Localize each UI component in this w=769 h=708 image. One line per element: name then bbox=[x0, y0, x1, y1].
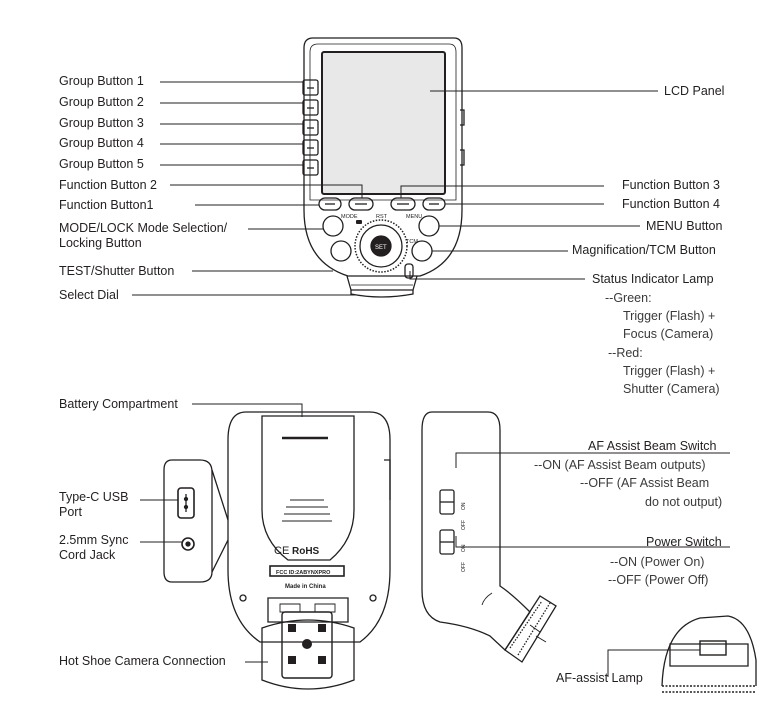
label-af-assist-lamp: AF-assist Lamp bbox=[556, 671, 643, 685]
label-status-lamp: Status Indicator Lamp bbox=[592, 272, 714, 286]
note-green-focus: Focus (Camera) bbox=[623, 327, 714, 341]
note-green-trigger: Trigger (Flash) + bbox=[623, 309, 716, 323]
label-lcd-panel: LCD Panel bbox=[664, 84, 725, 98]
battery-compartment bbox=[261, 415, 355, 561]
front-leaders-left bbox=[132, 81, 363, 296]
label-battery-compartment: Battery Compartment bbox=[59, 397, 178, 411]
label-select-dial: Select Dial bbox=[59, 288, 119, 302]
rohs-mark: RoHS bbox=[292, 546, 320, 557]
note-power-off: --OFF (Power Off) bbox=[608, 573, 709, 587]
label-group-button-1: Group Button 1 bbox=[59, 74, 144, 88]
note-red: --Red: bbox=[608, 346, 643, 360]
label-power-switch: Power Switch bbox=[646, 535, 722, 549]
note-af-off-1: --OFF (AF Assist Beam bbox=[580, 476, 710, 490]
back-device bbox=[227, 411, 391, 690]
label-test-shutter: TEST/Shutter Button bbox=[59, 264, 175, 278]
select-dial bbox=[354, 219, 408, 273]
label-af-switch: AF Assist Beam Switch bbox=[588, 439, 717, 453]
note-power-on: --ON (Power On) bbox=[610, 555, 705, 569]
label-function-button-4: Function Button 4 bbox=[622, 197, 720, 211]
af-on-mark: ON bbox=[461, 502, 467, 510]
af-lamp-inset bbox=[607, 615, 757, 693]
front-device bbox=[302, 37, 465, 298]
label-mode-lock-1: MODE/LOCK Mode Selection/ bbox=[59, 221, 228, 235]
back-leaders bbox=[140, 403, 303, 663]
label-function-button-1: Function Button1 bbox=[59, 198, 154, 212]
ce-mark: CE bbox=[274, 545, 289, 557]
label-menu-button: MENU Button bbox=[646, 219, 723, 233]
type-c-port bbox=[177, 487, 195, 519]
label-hot-shoe: Hot Shoe Camera Connection bbox=[59, 654, 226, 668]
label-function-button-2: Function Button 2 bbox=[59, 178, 157, 192]
af-off-mark: OFF bbox=[461, 520, 467, 530]
note-af-off-2: do not output) bbox=[645, 495, 723, 509]
power-on-mark: ON bbox=[461, 544, 467, 552]
label-sync-jack-1: 2.5mm Sync bbox=[59, 533, 129, 547]
sync-jack bbox=[181, 537, 195, 551]
device-markings: MODE RST MENU TCM SET CE RoHS FCC ID:2AB… bbox=[274, 214, 467, 590]
note-red-shutter: Shutter (Camera) bbox=[623, 382, 720, 396]
port-callout bbox=[163, 459, 229, 583]
side-leaders bbox=[455, 452, 730, 548]
label-type-c-1: Type-C USB bbox=[59, 490, 129, 504]
hot-shoe bbox=[261, 619, 355, 690]
label-group-button-4: Group Button 4 bbox=[59, 136, 144, 150]
note-af-on: --ON (AF Assist Beam outputs) bbox=[534, 458, 706, 472]
mode-mark: MODE bbox=[341, 214, 358, 220]
status-lamp bbox=[404, 263, 414, 279]
rst-mark: RST bbox=[376, 214, 388, 220]
label-group-button-2: Group Button 2 bbox=[59, 95, 144, 109]
lcd-panel bbox=[321, 51, 446, 195]
label-group-button-5: Group Button 5 bbox=[59, 157, 144, 171]
menu-mark: MENU bbox=[406, 214, 422, 220]
power-off-mark: OFF bbox=[461, 562, 467, 572]
side-device bbox=[421, 411, 557, 663]
group-buttons bbox=[302, 79, 319, 176]
label-tcm-button: Magnification/TCM Button bbox=[572, 243, 716, 257]
label-sync-jack-2: Cord Jack bbox=[59, 548, 116, 562]
tcm-mark: TCM bbox=[406, 239, 418, 245]
set-button bbox=[370, 235, 392, 257]
mode-button bbox=[322, 215, 344, 237]
note-green: --Green: bbox=[605, 291, 652, 305]
note-red-trigger: Trigger (Flash) + bbox=[623, 364, 716, 378]
label-type-c-2: Port bbox=[59, 505, 82, 519]
test-button bbox=[330, 240, 352, 262]
made-in-mark: Made in China bbox=[285, 584, 326, 590]
label-mode-lock-2: Locking Button bbox=[59, 236, 142, 250]
label-function-button-3: Function Button 3 bbox=[622, 178, 720, 192]
af-assist-lamp bbox=[699, 640, 727, 656]
set-mark: SET bbox=[375, 245, 387, 251]
fcc-mark: FCC ID:2ABYNXPRO bbox=[276, 570, 331, 576]
front-leaders-right bbox=[400, 90, 658, 280]
label-group-button-3: Group Button 3 bbox=[59, 116, 144, 130]
